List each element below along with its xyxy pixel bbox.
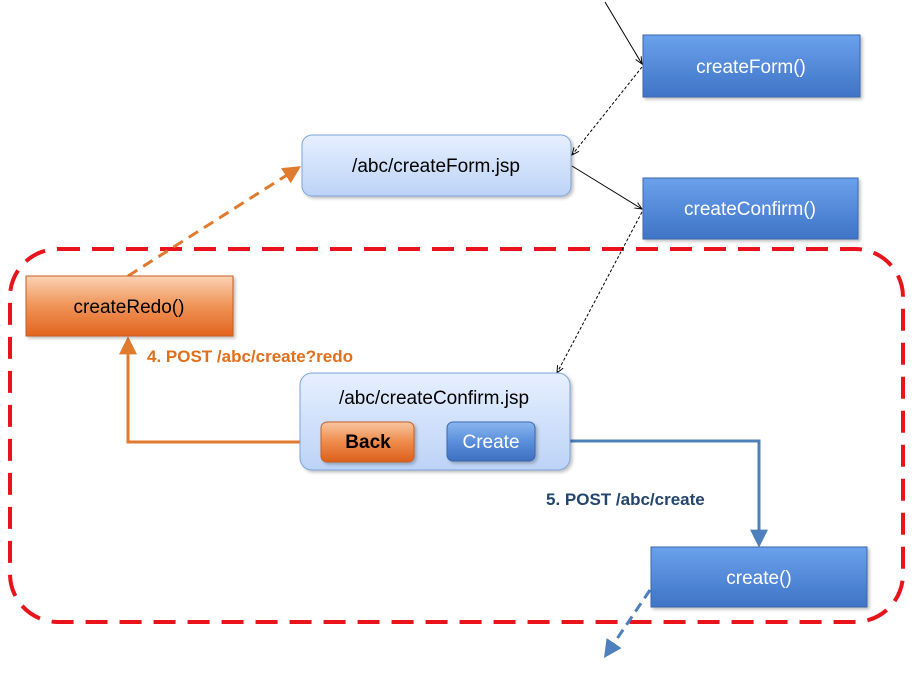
createform-to-jsp-dotted bbox=[572, 66, 643, 155]
edge-label-post-create: 5. POST /abc/create bbox=[546, 490, 705, 509]
createconfirm-to-confirmjsp-dotted bbox=[557, 211, 643, 373]
createredo-method-label: createRedo() bbox=[74, 297, 185, 318]
create-button[interactable]: Create bbox=[446, 421, 536, 462]
createform-method-label: createForm() bbox=[696, 57, 806, 78]
createform-jsp-label: /abc/createForm.jsp bbox=[352, 156, 520, 177]
edge-label-post-redo: 4. POST /abc/create?redo bbox=[147, 347, 353, 366]
create-outgoing-arrow bbox=[603, 589, 652, 658]
createconfirm-method-node: createConfirm() bbox=[642, 177, 859, 240]
redo-to-createform-arrow bbox=[127, 166, 302, 278]
jsp-to-createconfirm-solid bbox=[571, 165, 642, 209]
back-button-label: Back bbox=[345, 432, 391, 453]
create-button-to-create-arrow bbox=[536, 439, 768, 548]
createform-method-node: createForm() bbox=[642, 34, 861, 98]
back-to-redo-arrow bbox=[119, 336, 321, 444]
create-method-label: create() bbox=[726, 568, 791, 589]
createconfirm-method-label: createConfirm() bbox=[684, 199, 816, 220]
back-button[interactable]: Back bbox=[320, 421, 415, 463]
createconfirm-jsp-label: /abc/createConfirm.jsp bbox=[339, 388, 529, 409]
create-method-node: create() bbox=[650, 546, 868, 608]
createredo-method-node: createRedo() bbox=[25, 275, 234, 337]
incoming-solid-arrow bbox=[604, 1, 642, 64]
createform-jsp-node: /abc/createForm.jsp bbox=[301, 134, 572, 197]
create-button-label: Create bbox=[462, 432, 519, 453]
